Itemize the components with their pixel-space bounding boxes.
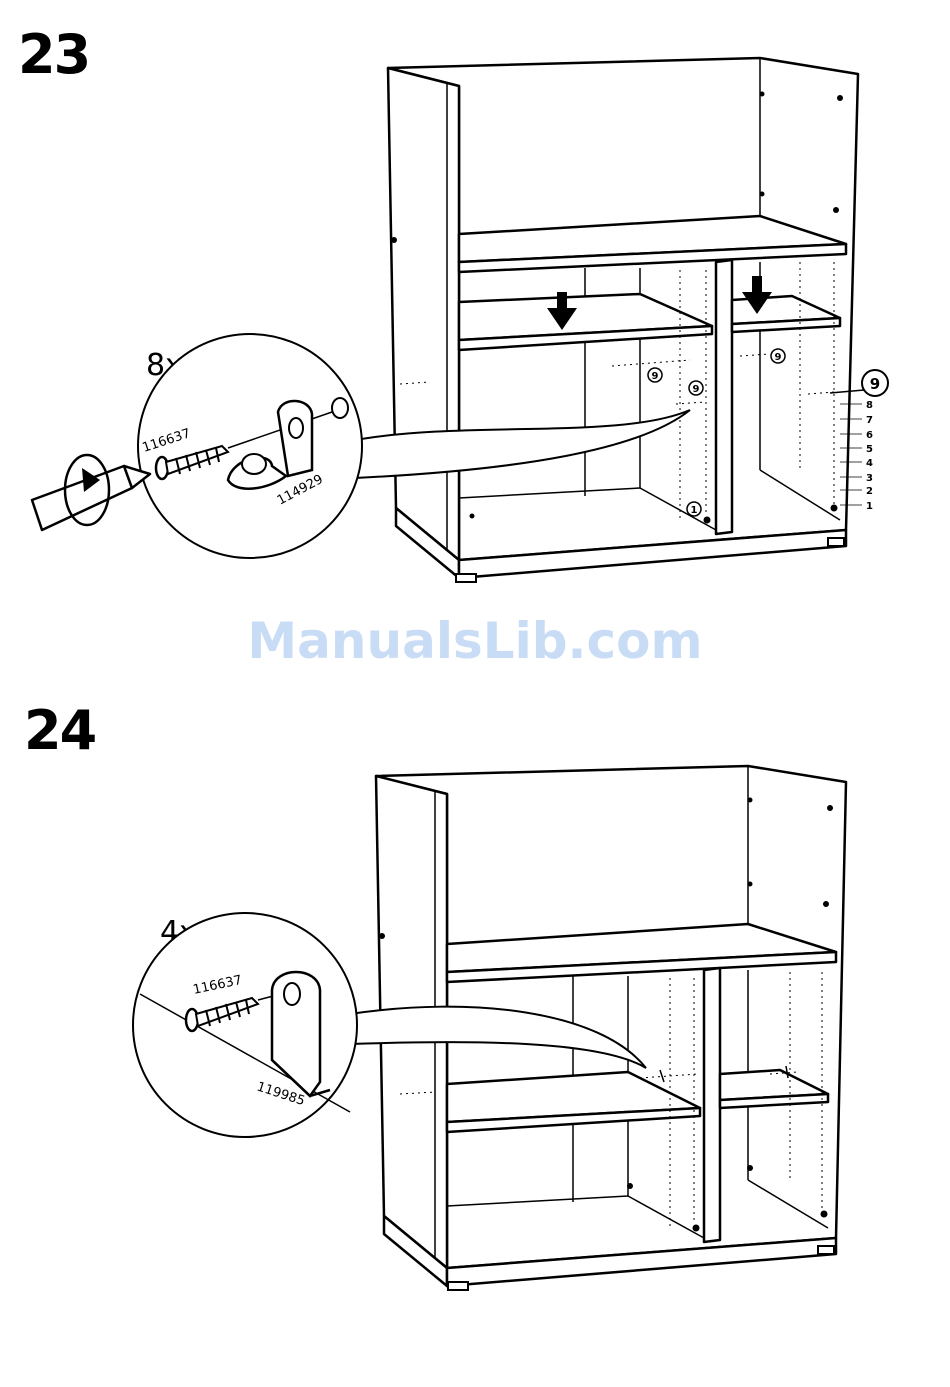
level-6: 6 [866, 430, 873, 441]
level-1: 1 [866, 501, 873, 512]
step-24-number: 24 [24, 704, 95, 758]
hole-level-labels: 8 7 6 5 4 3 2 1 [866, 400, 873, 512]
level-2: 2 [866, 486, 873, 497]
level-5: 5 [866, 444, 873, 455]
marker-level-9-b: 9 [689, 381, 703, 395]
bracket-icon [272, 972, 330, 1096]
step-23-illustration: 8 7 6 5 4 3 2 1 9 9 9 9 1 [0, 0, 950, 700]
screw-part-number-24: 116637 [192, 973, 244, 998]
bracket-part-number-24: 119985 [255, 1080, 307, 1110]
level-3: 3 [866, 473, 873, 484]
svg-text:9: 9 [870, 375, 880, 393]
detail-callout-23: 116637 114929 [32, 334, 362, 558]
screwdriver-icon [32, 455, 150, 530]
screw-icon [186, 998, 258, 1031]
level-7: 7 [866, 415, 873, 426]
svg-text:9: 9 [775, 352, 782, 363]
svg-text:1: 1 [691, 505, 698, 516]
level-8: 8 [866, 400, 873, 411]
marker-level-9-a: 9 [648, 368, 662, 382]
svg-text:9: 9 [693, 384, 700, 395]
marker-level-1: 1 [687, 502, 701, 516]
marker-level-9-c: 9 [771, 349, 785, 363]
cabinet-23 [388, 58, 858, 582]
step-24-quantity: 4x [160, 918, 197, 948]
level-4: 4 [866, 458, 873, 469]
cabinet-24 [376, 766, 846, 1290]
svg-text:9: 9 [652, 371, 659, 382]
